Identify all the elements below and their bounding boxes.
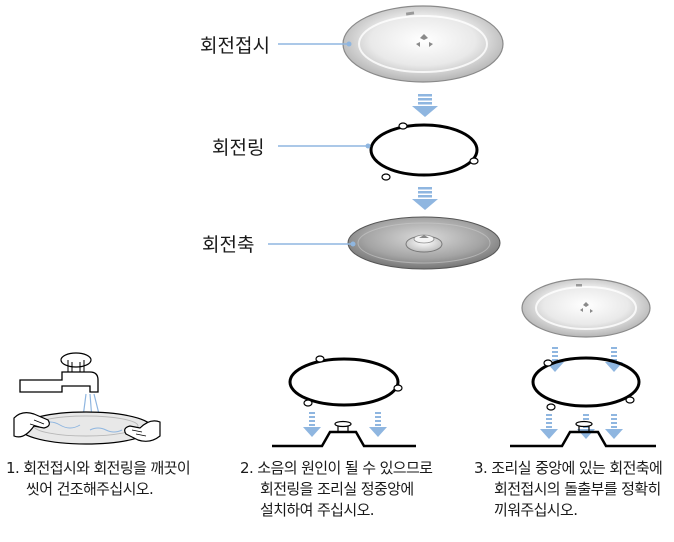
arrow-step2-right [369,412,387,437]
step-2-caption: 2. 소음의 원인이 될 수 있으므로 회전링을 조리실 정중앙에 설치하여 주… [240,458,433,521]
step-2-line-1: 2. 소음의 원인이 될 수 있으므로 [240,459,433,477]
step-1-caption: 1. 회전접시와 회전링을 깨끗이 씻어 건조해주십시오. [6,458,191,500]
step-3-number: 3. [474,459,488,477]
label-roller-ring: 회전링 [212,137,264,159]
arrow-step2-left [303,412,321,437]
step-2-line-2: 회전링을 조리실 정중앙에 [260,480,414,498]
step3-plate-illustration [521,278,651,338]
step1-washing-illustration [13,352,161,445]
step-1-line-1: 1. 회전접시와 회전링을 깨끗이 [6,459,191,477]
leader-dot-shaft [350,241,356,247]
arrow-step3-right [605,414,623,439]
step3-cavity-floor [510,420,656,448]
roller-ring-illustration [369,122,479,181]
step-1-number: 1. [6,459,20,477]
step-2-number: 2. [240,459,254,477]
step-3-line-3: 끼워주십시오. [494,501,578,519]
step-3-caption: 3. 조리실 중앙에 있는 회전축에 회전접시의 돌출부를 정확히 끼워주십시오… [474,458,663,521]
step-1-line-2: 씻어 건조해주십시오. [26,480,154,498]
step-3-line-2: 회전접시의 돌출부를 정확히 [494,480,661,498]
step3-ring-illustration [531,356,641,411]
shaft-base-illustration [347,216,501,270]
leader-dot-ring [365,143,371,149]
leader-dot-turntable [346,41,352,47]
step-2-line-3: 설치하여 주십시오. [260,501,375,519]
arrow-step3-left [540,414,558,439]
step-3-line-1: 3. 조리실 중앙에 있는 회전축에 [474,459,663,477]
label-turntable: 회전접시 [200,35,270,57]
label-shaft: 회전축 [202,234,254,256]
step2-cavity-floor [272,420,416,448]
turntable-plate-illustration [342,5,504,83]
step2-ring-illustration [288,355,403,407]
arrow-down-1 [412,94,438,117]
arrow-down-2 [412,187,438,210]
